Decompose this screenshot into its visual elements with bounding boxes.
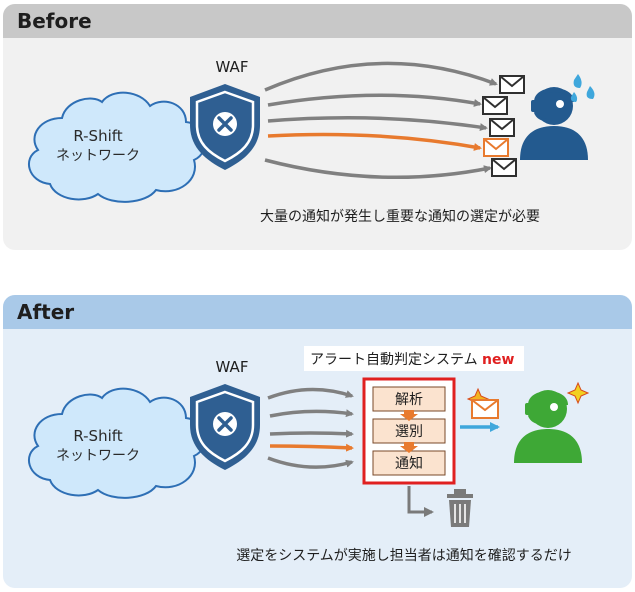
- cloud-label-1: R-Shift: [73, 427, 122, 445]
- cloud-label-2: ネットワーク: [56, 148, 140, 164]
- step-select: 選別: [395, 424, 423, 440]
- new-badge: new: [482, 352, 514, 368]
- mail-icon-highlight: [471, 399, 499, 419]
- system-label: アラート自動判定システム: [310, 352, 478, 368]
- input-arrows: [267, 387, 354, 469]
- step-analyze: 解析: [395, 392, 423, 408]
- operator-person-icon: [520, 87, 588, 160]
- step-notify: 通知: [395, 455, 423, 472]
- before-header: Before: [3, 4, 632, 38]
- alert-system-box: [362, 377, 456, 485]
- shield-icon: [190, 384, 260, 470]
- mail-icon-highlight: [483, 138, 509, 157]
- alert-arrows: [264, 61, 498, 180]
- mail-icon: [482, 96, 508, 115]
- after-caption: 選定をシステムが実施し担当者は通知を確認するだけ: [236, 547, 572, 564]
- cloud-label-2: ネットワーク: [56, 448, 140, 464]
- before-caption: 大量の通知が発生し重要な通知の選定が必要: [260, 208, 540, 225]
- system-label-box: [304, 346, 524, 371]
- mail-icon: [489, 118, 515, 137]
- sweat-drops-icon: [570, 74, 595, 102]
- discard-arrow: [407, 486, 434, 517]
- cloud-label-1: R-Shift: [73, 127, 122, 145]
- cloud-icon: [28, 387, 206, 499]
- trash-icon: [447, 489, 473, 527]
- waf-label: WAF: [216, 358, 249, 376]
- shield-icon: [190, 84, 260, 170]
- waf-label: WAF: [216, 58, 249, 76]
- cloud-icon: [28, 91, 206, 203]
- after-header: After: [3, 295, 632, 329]
- mail-icon: [499, 75, 525, 94]
- sparkle-icon: [566, 381, 590, 405]
- mail-icon: [491, 158, 517, 177]
- operator-person-icon: [514, 390, 582, 463]
